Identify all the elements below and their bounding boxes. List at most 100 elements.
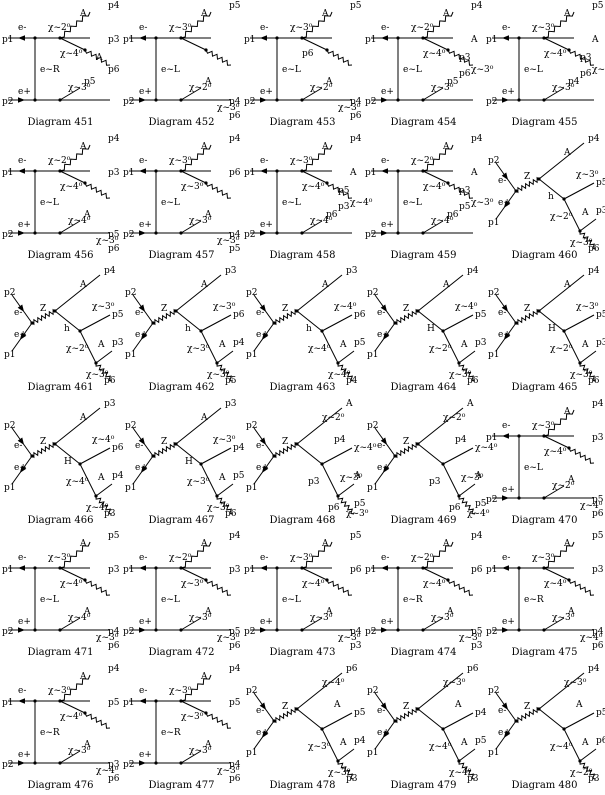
particle-label: χ~4⁰ (60, 579, 83, 589)
vertex (542, 36, 546, 40)
propagator-line (563, 728, 581, 761)
arrow-icon (381, 167, 388, 174)
particle-label: p2 (244, 627, 256, 637)
photon-propagator (337, 760, 355, 779)
particle-label: χ~2⁰ (189, 83, 212, 93)
particle-label: A (575, 700, 583, 710)
particle-label: χ~3⁰ (290, 156, 313, 166)
particle-label: χ~4⁰ (96, 766, 119, 776)
particle-label: χ~4⁰ (68, 216, 91, 226)
particle-label: χ~4⁰ (550, 742, 573, 752)
arrow-icon (17, 304, 25, 312)
particle-label: χ~3⁰ (181, 579, 204, 589)
particle-label: h (64, 324, 70, 334)
arrow-icon (382, 332, 390, 340)
photon-propagator (84, 712, 111, 729)
particle-label: p2 (123, 230, 135, 240)
particle-label: A (349, 168, 357, 178)
propagator-line (563, 330, 581, 364)
particle-label: Z (161, 304, 167, 314)
arrow-icon (19, 332, 27, 340)
particle-label: p1 (367, 483, 379, 493)
particle-label: p1 (488, 350, 500, 360)
particle-label: p5 (354, 708, 366, 718)
arrow-icon (18, 565, 25, 571)
vertex (446, 578, 450, 582)
particle-label: p4 (108, 664, 120, 674)
particle-label: p1 (246, 483, 258, 493)
photon-propagator (543, 541, 575, 569)
particle-label: e~R (524, 595, 544, 605)
particle-label: p2 (123, 627, 135, 637)
propagator-line (200, 447, 232, 464)
particle-label: A (567, 607, 575, 617)
particle-label: H (185, 457, 193, 467)
particle-label: p4 (104, 266, 116, 276)
propagator-line (54, 274, 101, 312)
diagram-caption: Diagram 474 (390, 647, 457, 658)
particle-label: p4 (233, 338, 245, 348)
particle-label: χ~3⁰ (181, 182, 204, 192)
diagram-caption: Diagram 465 (511, 382, 578, 393)
particle-label: p5 (225, 376, 237, 386)
particle-label: χ~4⁰ (580, 633, 603, 643)
photon-propagator (205, 182, 232, 199)
vertex (542, 98, 546, 102)
particle-label: p6 (104, 376, 116, 386)
photon-propagator (180, 144, 212, 171)
particle-label: e- (139, 553, 147, 563)
vertex (542, 566, 546, 570)
particle-label: p4 (350, 627, 362, 637)
particle-label: p3 (112, 338, 124, 348)
particle-label: χ~3⁰ (310, 613, 333, 623)
particle-label: A (79, 280, 87, 290)
arrow-icon (501, 172, 509, 180)
vertex (58, 36, 62, 40)
particle-label: Z (403, 304, 409, 314)
particle-label: e+ (498, 330, 511, 340)
particle-label: p6 (471, 565, 483, 575)
vertex (300, 168, 304, 173)
particle-label: e- (18, 156, 26, 166)
particle-label: p1 (244, 35, 256, 45)
diagram-caption: Diagram 454 (390, 117, 457, 128)
boson-propagator (394, 308, 419, 326)
particle-label: A (442, 539, 450, 549)
particle-label: Z (161, 437, 167, 447)
boson-propagator (515, 706, 540, 723)
propagator-line (79, 447, 111, 464)
diagram-caption: Diagram 480 (511, 779, 578, 791)
particle-label: p6 (447, 210, 459, 220)
particle-label: χ~3⁰ (459, 633, 482, 643)
particle-label: p4 (455, 435, 467, 445)
vertex (542, 433, 546, 438)
particle-label: Z (282, 304, 288, 314)
particle-label: p4 (568, 77, 580, 87)
particle-label: p2 (365, 230, 377, 240)
diagram-caption: Diagram 472 (148, 647, 215, 658)
particle-label: χ~4⁰ (308, 344, 331, 354)
particle-label: χ~4⁰ (92, 435, 115, 445)
propagator-line (296, 708, 323, 729)
particle-label: e+ (256, 330, 269, 340)
particle-label: p1 (488, 218, 500, 228)
propagator-line (79, 314, 111, 332)
photon-propagator (579, 760, 597, 779)
propagator-line (538, 178, 565, 199)
particle-label: e~L (524, 463, 543, 473)
vertex (300, 566, 304, 570)
vertex (578, 758, 582, 763)
particle-label: e~L (524, 65, 543, 75)
boson-propagator (273, 308, 298, 326)
particle-label: h (306, 324, 312, 334)
propagator-line (543, 617, 565, 631)
particle-label: A (470, 35, 478, 45)
photon-propagator (579, 362, 597, 382)
particle-label: Z (524, 702, 530, 712)
particle-label: p5 (354, 338, 366, 348)
particle-label: p5 (108, 531, 120, 541)
propagator-line (543, 87, 565, 101)
